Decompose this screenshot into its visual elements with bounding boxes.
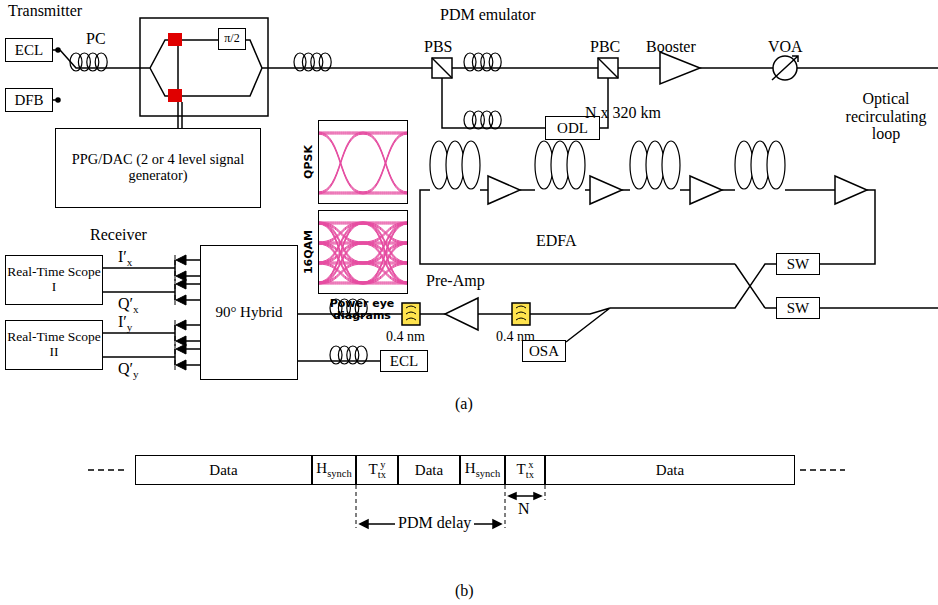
node-text: Data (209, 462, 237, 479)
node-text: PPG/DAC (2 or 4 level signal generator) (56, 152, 260, 184)
device-box: 90° Hybrid (200, 245, 298, 380)
text-label: I′x (118, 248, 132, 269)
text-label: Q′x (118, 295, 139, 316)
frame-field: Data (398, 455, 460, 485)
text-label: I′y (118, 313, 132, 334)
frame-field: Hsynch (312, 455, 356, 485)
text-label: Pre-Amp (426, 272, 485, 290)
device-box: Real-Time Scope II (5, 320, 103, 370)
text-label: PC (86, 30, 106, 48)
text-label: N x 320 km (585, 104, 661, 122)
node-text: Hsynch (316, 460, 351, 480)
text-label: Transmitter (8, 2, 82, 20)
node-text: Real-Time Scope I (6, 265, 102, 295)
node-text: ECL (390, 353, 418, 370)
node-text: 16QAM (303, 230, 315, 274)
eye-diagram-panel: QPSK (318, 120, 408, 204)
frame-field: Hsynch (460, 455, 505, 485)
device-box: DFB (5, 88, 53, 112)
node-text: Ttxy (369, 459, 386, 481)
node-text: ECL (15, 42, 43, 59)
text-label: PBS (424, 38, 452, 56)
node-text: π/2 (224, 32, 239, 45)
frame-field: Ttxy (356, 455, 398, 485)
text-label: PDM emulator (440, 6, 536, 24)
node-text: SW (787, 300, 810, 317)
node-text: DFB (14, 92, 43, 109)
text-label: Optical recirculating loop (838, 90, 934, 143)
node-text: QPSK (303, 145, 315, 179)
node-text: Ttxx (517, 459, 534, 481)
node-text: Hsynch (465, 460, 500, 480)
node-text: SW (787, 256, 810, 273)
device-box: SW (776, 297, 820, 319)
node-text: 90° Hybrid (215, 304, 282, 321)
fiber-connector (103, 260, 200, 300)
text-label: (a) (455, 395, 473, 413)
frame-field: Data (135, 455, 312, 485)
frame-field: Ttxx (505, 455, 545, 485)
fiber-connector (298, 360, 380, 362)
text-label: (b) (455, 582, 474, 600)
text-label: 0.4 nm (386, 329, 425, 344)
node-text: Data (415, 462, 443, 479)
text-label: Q′y (118, 360, 139, 381)
device-box: ECL (5, 38, 53, 62)
text-label: VOA (768, 38, 803, 56)
text-label: EDFA (536, 232, 577, 250)
text-label: PBC (590, 38, 620, 56)
device-box: Real-Time Scope I (5, 255, 103, 305)
node-text: Real-Time Scope II (6, 330, 102, 360)
node-text: OSA (529, 343, 559, 360)
fiber-connector (103, 325, 200, 365)
device-box: π/2 (218, 28, 246, 50)
frame-field: Data (545, 455, 795, 485)
eye-diagram-panel: 16QAM (318, 210, 408, 294)
node-text: ODL (557, 120, 588, 137)
node-text: Data (656, 462, 684, 479)
device-box: SW (776, 253, 820, 275)
text-label: PDM delay (395, 514, 474, 532)
text-label: Receiver (90, 226, 147, 244)
device-box: ECL (380, 350, 428, 372)
text-label: N (518, 500, 530, 518)
text-label: Booster (646, 38, 696, 56)
text-label: 0.4 nm (496, 329, 535, 344)
text-label: Power eye diagrams (312, 298, 412, 322)
device-box: PPG/DAC (2 or 4 level signal generator) (55, 128, 261, 208)
